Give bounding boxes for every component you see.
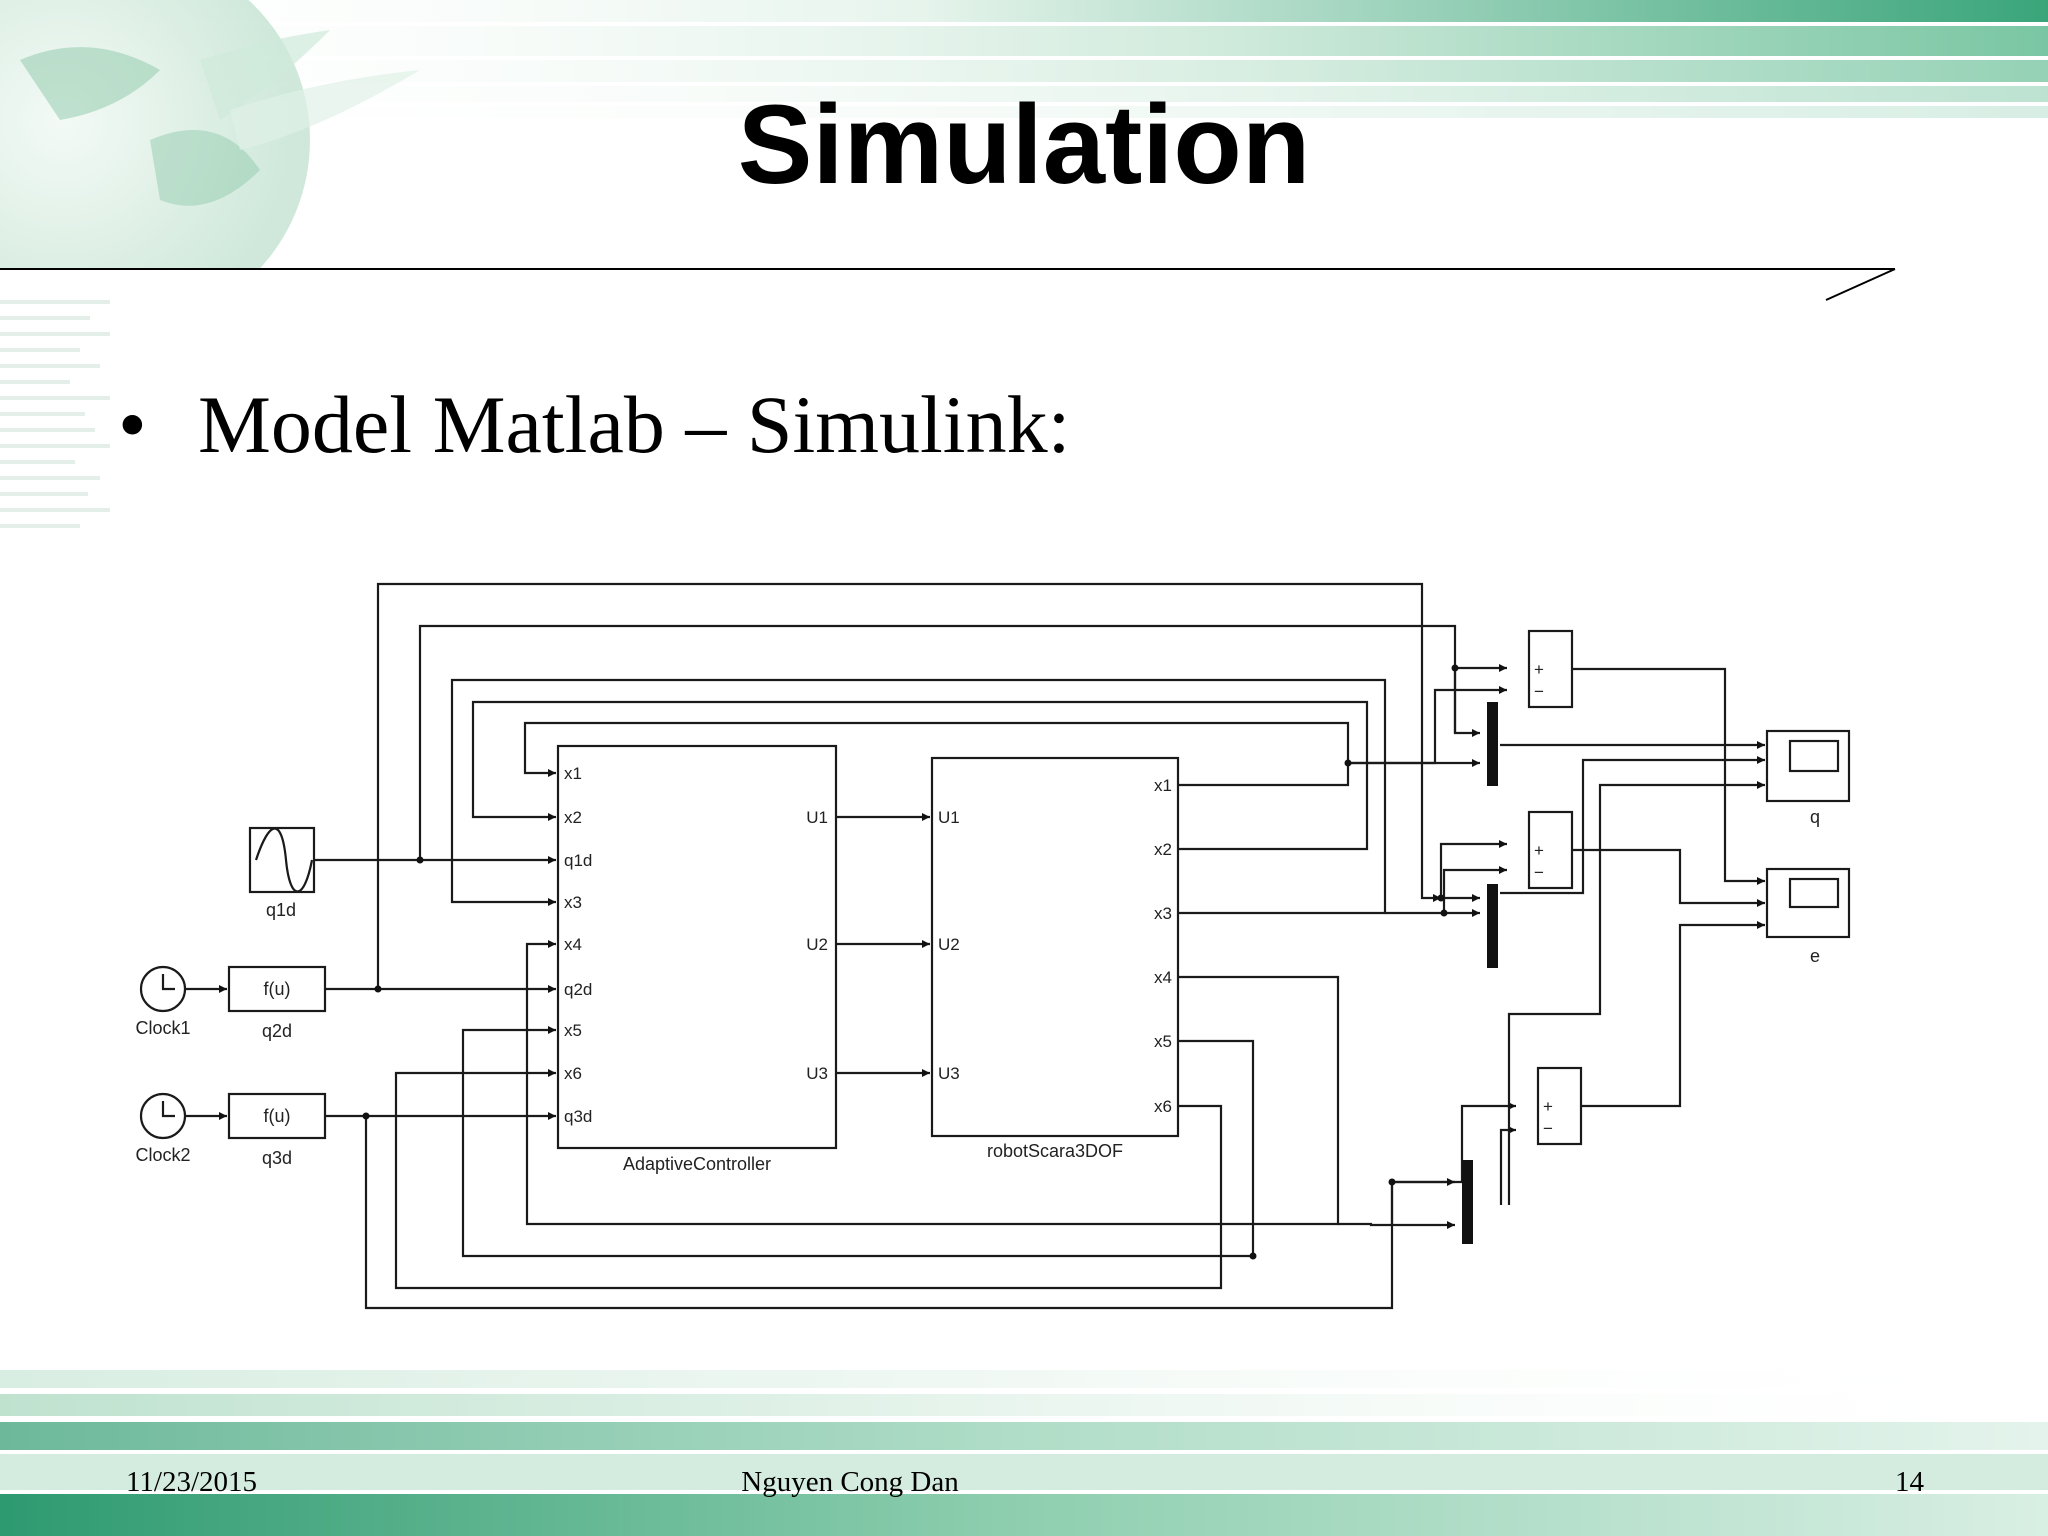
ctrl-port-U3: U3: [806, 1064, 828, 1083]
scope-e-block[interactable]: [1765, 867, 1851, 939]
mux-3[interactable]: [1462, 1160, 1473, 1244]
footer-page-number: 14: [1895, 1466, 1924, 1498]
plant-port-x1: x1: [1154, 776, 1172, 795]
adaptive-controller-block[interactable]: [556, 744, 838, 1150]
fcn1-name: q2d: [262, 1021, 292, 1041]
diagram-canvas: [118, 568, 1908, 1380]
plant-port-x4: x4: [1154, 968, 1172, 987]
mux-1[interactable]: [1487, 702, 1498, 786]
footer-band: [0, 1370, 2048, 1536]
side-stripes-decoration: [0, 300, 110, 528]
ctrl-port-x4: x4: [564, 935, 582, 954]
clock2-name: Clock2: [135, 1145, 190, 1165]
ctrl-port-x5: x5: [564, 1021, 582, 1040]
scope-q-block[interactable]: [1765, 729, 1851, 803]
ctrl-port-x2: x2: [564, 808, 582, 827]
sum1-plus: +: [1534, 660, 1544, 679]
plant-port-x3: x3: [1154, 904, 1172, 923]
sum3-plus: +: [1543, 1097, 1553, 1116]
scope-q-name: q: [1810, 807, 1820, 827]
header-band: [0, 0, 2048, 118]
ctrl-port-q1d: q1d: [564, 851, 592, 870]
sum2-plus: +: [1534, 841, 1544, 860]
bullet-text: Model Matlab – Simulink:: [198, 379, 1071, 470]
plant-port-x6: x6: [1154, 1097, 1172, 1116]
controller-name: AdaptiveController: [623, 1154, 771, 1174]
footer-date: 11/23/2015: [126, 1466, 258, 1498]
plant-port-x2: x2: [1154, 840, 1172, 859]
clock1-name: Clock1: [135, 1018, 190, 1038]
plant-port-U3: U3: [938, 1064, 960, 1083]
slide-title: Simulation: [737, 82, 1311, 207]
sum3-minus: −: [1543, 1119, 1553, 1138]
plant-port-x5: x5: [1154, 1032, 1172, 1051]
robot-scara-block[interactable]: [930, 756, 1180, 1138]
fcn1-label: f(u): [264, 979, 291, 999]
fcn2-label: f(u): [264, 1106, 291, 1126]
sum2-minus: −: [1534, 863, 1544, 882]
scope-e-name: e: [1810, 946, 1820, 966]
sine-name: q1d: [266, 900, 296, 920]
ctrl-port-q3d: q3d: [564, 1107, 592, 1126]
plant-port-U1: U1: [938, 808, 960, 827]
sum1-minus: −: [1534, 682, 1544, 701]
plant-port-U2: U2: [938, 935, 960, 954]
bullet-dot-icon: •: [118, 379, 147, 470]
title-divider: [0, 268, 1896, 301]
plant-name: robotScara3DOF: [987, 1141, 1123, 1161]
globe-decoration: [0, 0, 420, 270]
ctrl-port-x1: x1: [564, 764, 582, 783]
ctrl-port-U1: U1: [806, 808, 828, 827]
ctrl-port-q2d: q2d: [564, 980, 592, 999]
ctrl-port-x3: x3: [564, 893, 582, 912]
bullet-point: • Model Matlab – Simulink:: [118, 378, 1070, 472]
footer-author: Nguyen Cong Dan: [741, 1466, 959, 1498]
ctrl-port-U2: U2: [806, 935, 828, 954]
fcn2-name: q3d: [262, 1148, 292, 1168]
mux-2[interactable]: [1487, 884, 1498, 968]
ctrl-port-x6: x6: [564, 1064, 582, 1083]
